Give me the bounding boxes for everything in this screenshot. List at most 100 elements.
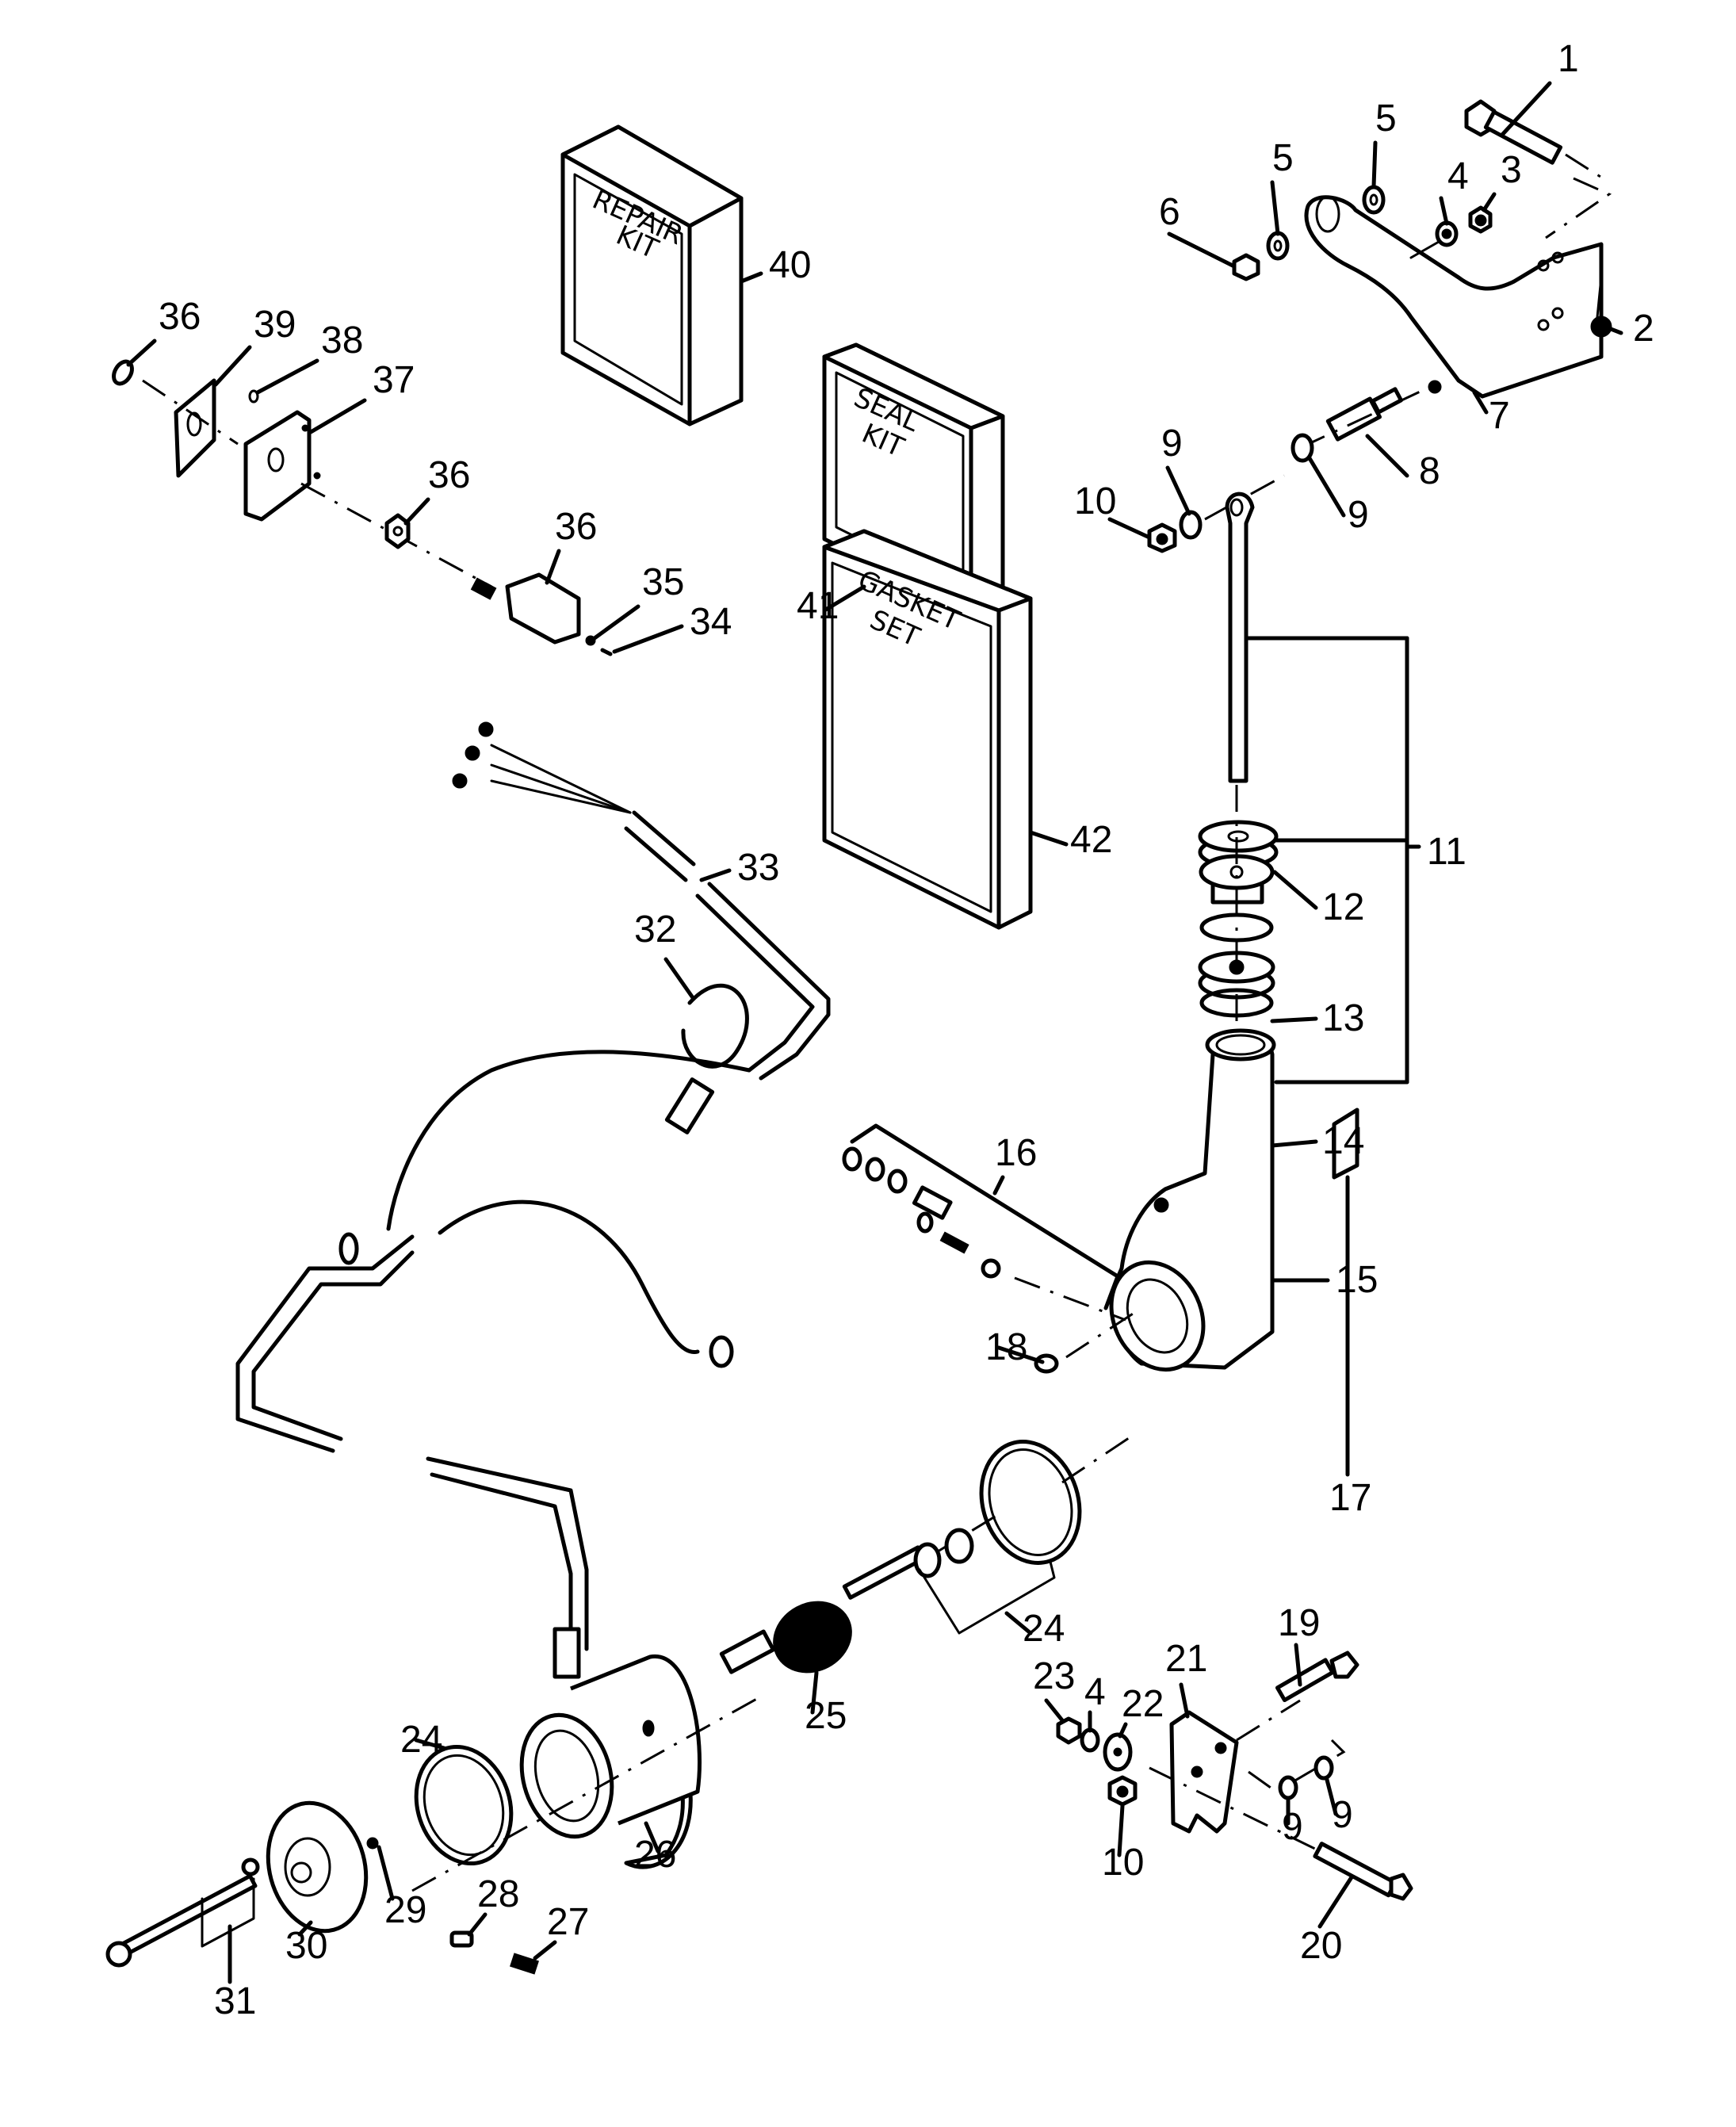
callout-wire-harness: 33 [737,847,779,889]
leader-line-seal-kit [822,584,866,613]
callout-bolt: 1 [1558,38,1579,80]
motor-lead [235,1199,734,1679]
leader-line-cap [1272,870,1318,910]
callout-thru-bolt: 31 [214,1980,256,2022]
leader-line-o-ring [1270,1139,1318,1148]
nut-10a [1147,522,1177,553]
thru-bolt-31 [105,1857,260,1968]
leader-line-decal-plate [213,345,252,387]
callout-nut: 2 [1633,308,1654,350]
callout-nut: 6 [1159,191,1180,233]
motor-frame [519,1654,702,1869]
leader-line-screw [533,1940,557,1961]
callout-mounting-bracket: 7 [1489,395,1510,437]
screw-27 [510,1953,539,1975]
callout-pump-housing: 15 [1336,1259,1378,1301]
leader-line-o-ring [414,1738,446,1750]
leader-line-bracket [1179,1682,1190,1719]
leader-line-washer [1270,180,1280,236]
lockwasher-4 [1435,220,1459,247]
leader-line-brush [467,1912,488,1937]
leader-line-mounting-bracket [1472,390,1489,415]
washer-22 [1103,1732,1133,1772]
callout-motor-frame: 26 [634,1834,676,1876]
leader-line-wire-harness [699,868,732,882]
callout-nut: 23 [1033,1655,1075,1697]
callout-nut: 36 [428,454,470,496]
callout-bolt: 19 [1278,1602,1320,1644]
decal-17 [1332,1107,1359,1180]
callout-screw: 27 [547,1901,589,1943]
nut-2 [1590,316,1612,338]
plug-18 [1034,1353,1059,1374]
leader-line-washer [1371,140,1378,189]
leader-line-bolt [1294,1643,1302,1687]
callout-washer: 9 [1348,494,1369,536]
callout-brush: 28 [477,1873,519,1915]
callout-lockwasher: 35 [642,561,684,603]
callout-bolt: 20 [1300,1925,1342,1967]
leader-line-end-cap [297,1920,313,1937]
leader-line-nut [1044,1698,1065,1723]
assembly-line [1204,474,1285,521]
callout-o-ring: 24 [400,1719,442,1761]
bolt-20 [1313,1842,1413,1901]
brush-28 [449,1930,474,1948]
leader-line-mounting-plate [308,398,367,434]
callout-washer: 5 [1375,98,1397,140]
wire-harness-33 [338,721,831,1265]
washer-5a [1362,185,1386,215]
assembly-line [1065,1306,1142,1359]
callout-nut: 10 [1074,480,1116,522]
assembly-line [1596,276,1603,319]
nut-6 [1232,253,1260,281]
callout-mounting-plate: 37 [373,359,415,401]
callout-washer: 9 [1332,1794,1353,1836]
leader-line-lockwasher [592,604,640,641]
armature [719,1545,927,1674]
assembly-line [1545,177,1612,239]
leader-line-check-valve-kit [992,1175,1005,1195]
callout-decal-plate: 39 [254,304,296,346]
seal-kit-24-parts [913,1440,1082,1578]
assembly-line [142,379,239,446]
leader-line-plug [996,1345,1045,1364]
leader-line-motor-frame [644,1821,660,1853]
callout-ball: 29 [384,1889,426,1931]
leader-line-repair-kit [739,271,763,284]
callout-gasket-set: 42 [1070,819,1112,861]
nut-36b [384,513,411,549]
leader-line-seal-kit [1004,1611,1033,1635]
check-valve-parts [842,1146,1001,1279]
nut-3 [1468,205,1493,234]
leader-line-nut [403,497,430,526]
leader-line-armature [810,1670,819,1715]
leader-line-washer [1325,1777,1338,1816]
nut-23 [1056,1716,1082,1745]
leader-line-lockwasher [1439,196,1449,226]
leader-line-nut [1107,517,1152,540]
assembly-line [1565,153,1610,184]
callout-washer: 5 [1272,137,1294,179]
leader-line-switch [545,549,561,585]
callout-bracket: 21 [1165,1638,1207,1680]
leader-line-clamp [663,957,696,1001]
nut-10b [1107,1775,1138,1807]
bracket-line-16 [850,1123,1120,1310]
assembly-line [1409,240,1440,259]
callout-clamp: 32 [634,909,676,951]
assembly-line [1014,1276,1126,1322]
pump-housing [1109,1028,1276,1372]
washer-9a [1291,433,1314,463]
callout-washer: 22 [1122,1683,1164,1725]
callout-check-valve-kit: 16 [995,1132,1037,1174]
callout-decal: 17 [1329,1477,1371,1519]
leader-line-o-ring [1270,1016,1318,1023]
screw-34 [600,648,613,656]
leader-line-bolt [1317,1875,1354,1929]
callout-end-cap: 30 [285,1925,327,1967]
mounting-bracket [1304,195,1604,399]
bolt-19 [1275,1651,1359,1703]
callout-repair-kit: 40 [769,244,811,286]
